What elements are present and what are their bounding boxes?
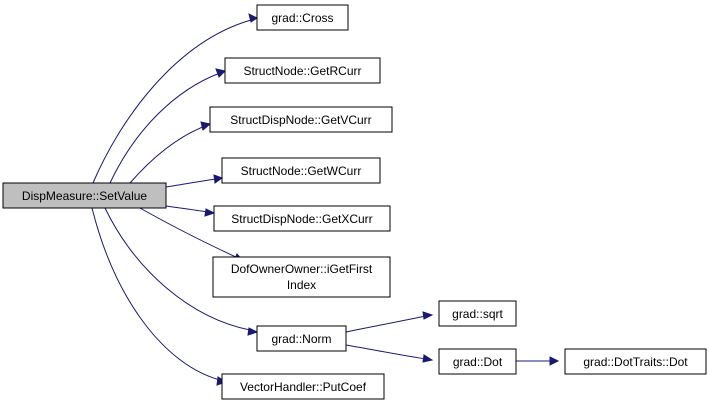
node-label: grad::Norm xyxy=(271,332,331,346)
node-grad-cross[interactable]: grad::Cross xyxy=(256,4,349,31)
node-label: grad::Dot xyxy=(453,355,503,369)
node-label-line1: DofOwnerOwner::iGetFirst xyxy=(231,262,373,276)
edge-norm-to-dot xyxy=(345,344,434,363)
node-grad-dot[interactable]: grad::Dot xyxy=(438,348,517,375)
edge-setvalue-to-putcoef xyxy=(91,207,228,386)
node-label: StructNode::GetRCurr xyxy=(243,64,361,78)
node-grad-norm[interactable]: grad::Norm xyxy=(256,325,347,352)
node-label-line2: Index xyxy=(287,278,316,292)
node-label: grad::sqrt xyxy=(452,307,503,321)
edge-norm-to-sqrt xyxy=(345,311,434,333)
edge-setvalue-to-getxcurr xyxy=(165,205,216,217)
node-vectorhandler-putcoef[interactable]: VectorHandler::PutCoef xyxy=(221,373,385,400)
node-structdispnode-getxcurr[interactable]: StructDispNode::GetXCurr xyxy=(213,205,391,232)
node-label: StructNode::GetWCurr xyxy=(241,164,362,178)
node-label: DispMeasure::SetValue xyxy=(22,189,148,203)
edge-setvalue-to-cross xyxy=(92,13,258,184)
node-grad-sqrt[interactable]: grad::sqrt xyxy=(438,300,517,327)
node-label: VectorHandler::PutCoef xyxy=(240,380,367,394)
node-dofownerowner-igetfirstindex[interactable]: DofOwnerOwner::iGetFirst Index xyxy=(212,256,391,298)
edge-setvalue-to-getrcurr xyxy=(109,68,226,184)
edge-setvalue-to-norm xyxy=(104,207,259,336)
edge-dot-to-dottraits xyxy=(516,356,560,366)
node-dispmeasure-setvalue[interactable]: DispMeasure::SetValue xyxy=(2,182,167,209)
node-label: StructDispNode::GetVCurr xyxy=(230,113,371,127)
node-label: grad::Cross xyxy=(271,11,333,25)
node-structnode-getrcurr[interactable]: StructNode::GetRCurr xyxy=(224,57,381,84)
node-structnode-getwcurr[interactable]: StructNode::GetWCurr xyxy=(221,157,381,184)
node-grad-dottraits-dot[interactable]: grad::DotTraits::Dot xyxy=(564,348,707,375)
node-label: StructDispNode::GetXCurr xyxy=(231,212,372,226)
node-structdispnode-getvcurr[interactable]: StructDispNode::GetVCurr xyxy=(209,106,393,133)
node-label: grad::DotTraits::Dot xyxy=(583,355,688,369)
edge-setvalue-to-getvcurr xyxy=(129,121,212,184)
edge-setvalue-to-getwcurr xyxy=(165,174,224,188)
